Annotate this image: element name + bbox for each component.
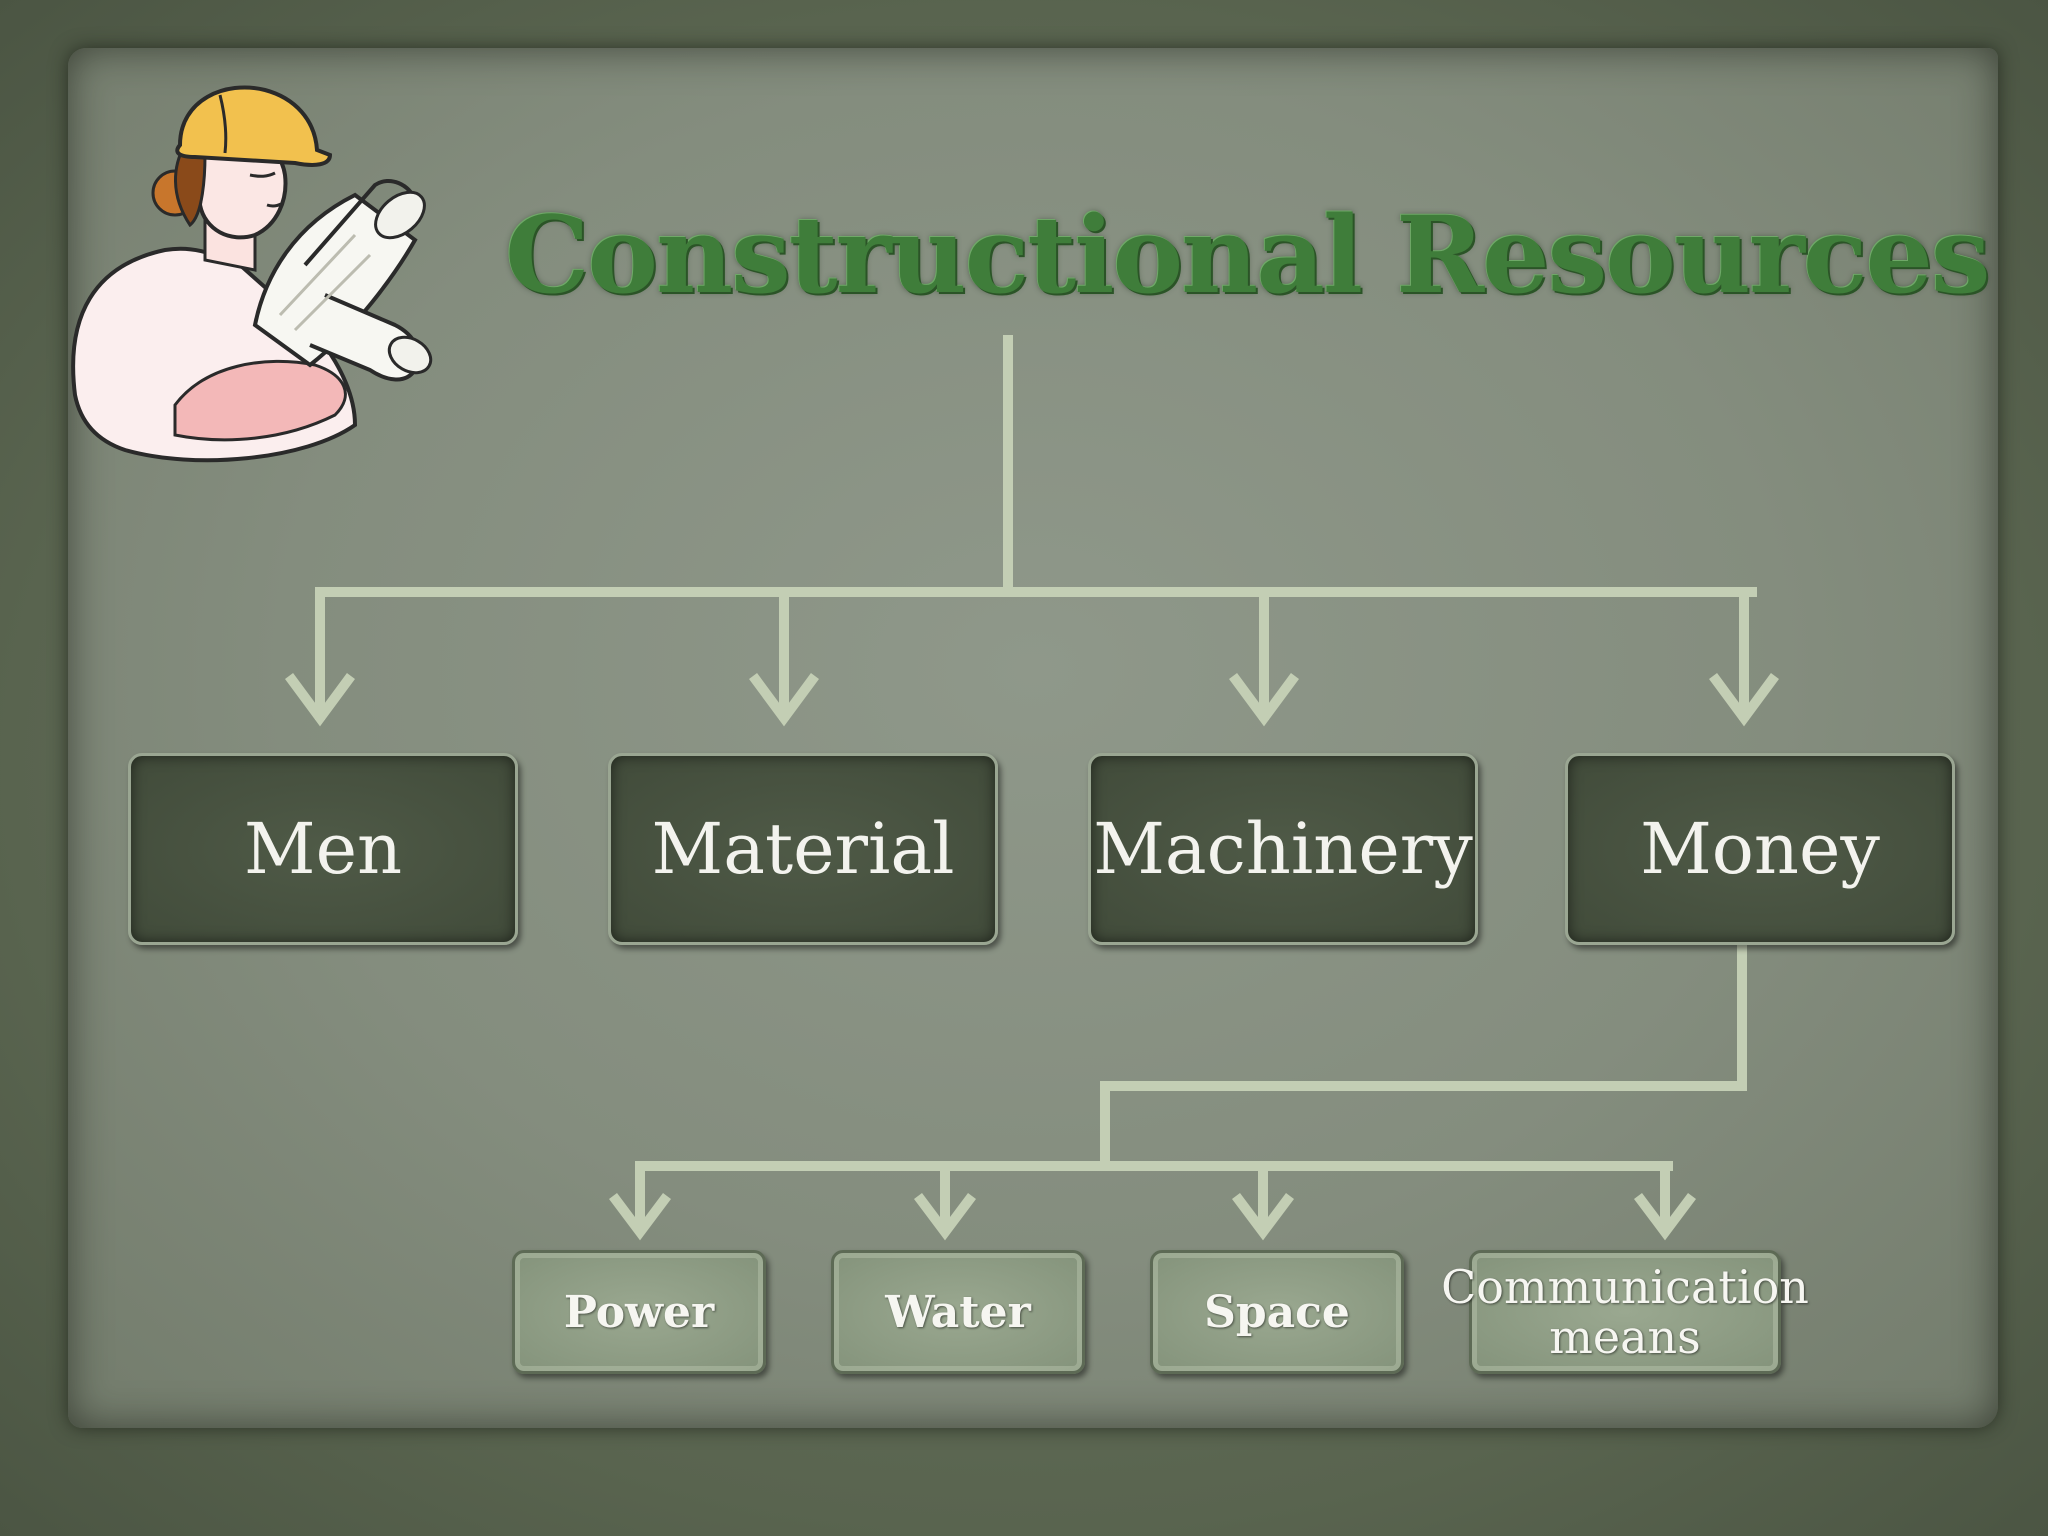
worker-arm <box>173 359 347 442</box>
node-space: Space <box>1150 1250 1404 1374</box>
arrow-power <box>609 1193 671 1241</box>
node-water-label: Water <box>885 1286 1031 1338</box>
node-men-label: Men <box>243 808 403 890</box>
node-power-label: Power <box>563 1286 715 1338</box>
page-title: Constructional Resources <box>505 192 1991 317</box>
arrow-communication <box>1634 1193 1696 1241</box>
node-material-label: Material <box>651 808 955 890</box>
arrow-money <box>1709 673 1779 727</box>
node-men: Men <box>128 753 518 945</box>
arrow-machinery <box>1229 673 1299 727</box>
blueprint-rolls-icon <box>252 179 433 382</box>
node-money: Money <box>1565 753 1955 945</box>
node-material: Material <box>608 753 998 945</box>
node-machinery: Machinery <box>1088 753 1478 945</box>
arrow-men <box>285 673 355 727</box>
node-communication-means: Communication means <box>1441 1250 1809 1374</box>
hard-hat-icon <box>175 85 333 167</box>
money-down-connector <box>1100 945 1747 1171</box>
arrow-material <box>749 673 819 727</box>
arrow-space <box>1232 1193 1294 1241</box>
construction-worker-icon <box>71 85 433 463</box>
node-machinery-label: Machinery <box>1093 808 1473 890</box>
arrow-water <box>914 1193 976 1241</box>
node-space-label: Space <box>1204 1286 1350 1338</box>
node-water: Water <box>831 1250 1085 1374</box>
node-power: Power <box>512 1250 766 1374</box>
node-communication-means-label: Communication means <box>1441 1260 1809 1364</box>
node-money-label: Money <box>1640 808 1880 890</box>
